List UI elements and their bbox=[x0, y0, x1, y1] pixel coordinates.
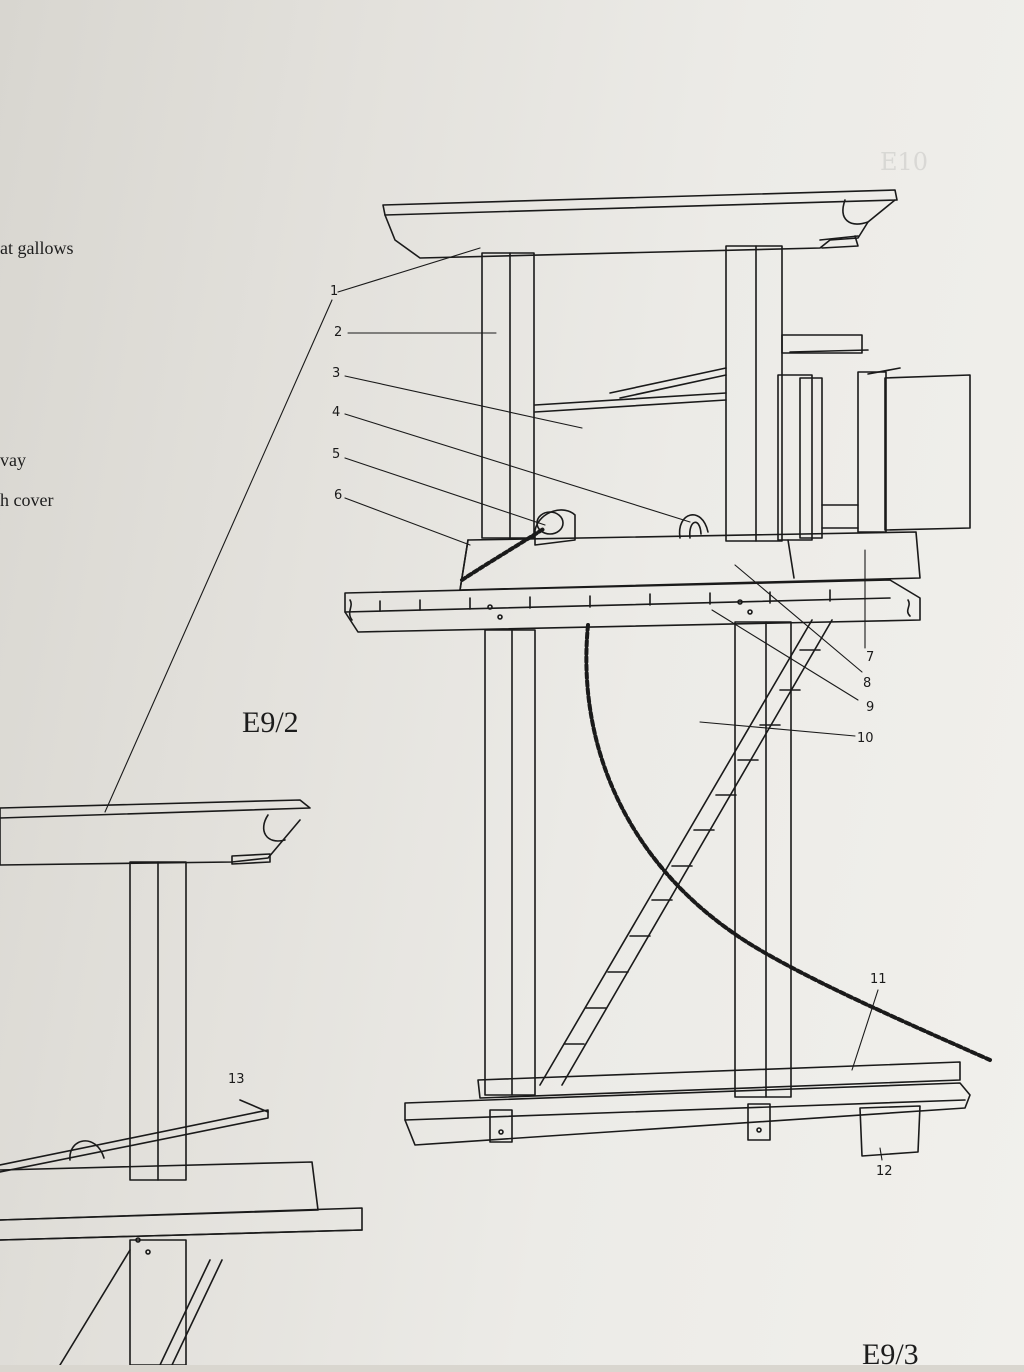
gallows-cap-beam bbox=[382, 189, 898, 259]
callout-7: 7 bbox=[866, 650, 875, 665]
callout-11: 11 bbox=[870, 972, 887, 987]
callout-12: 12 bbox=[876, 1164, 893, 1179]
figure-label-e9-2: E9/2 bbox=[242, 706, 299, 739]
callout-4: 4 bbox=[332, 405, 341, 420]
callout-13: 13 bbox=[228, 1072, 245, 1087]
spar bbox=[534, 367, 727, 413]
upper-deck bbox=[344, 579, 921, 633]
ghost-heading: E10 bbox=[880, 148, 929, 176]
callout-10: 10 bbox=[857, 731, 874, 746]
margin-text-2: vay bbox=[0, 450, 26, 470]
rope bbox=[460, 526, 992, 1062]
left-figure bbox=[0, 799, 363, 1365]
callout-9: 9 bbox=[866, 700, 875, 715]
upper-posts bbox=[481, 245, 783, 542]
callout-3: 3 bbox=[332, 366, 341, 381]
callout-5: 5 bbox=[332, 447, 341, 462]
hatch-box bbox=[777, 334, 971, 541]
lower-deck bbox=[404, 1061, 971, 1157]
callout-8: 8 bbox=[863, 676, 872, 691]
callout-1: 1 bbox=[330, 284, 339, 299]
ladder bbox=[539, 619, 833, 1086]
margin-text-3: h cover bbox=[0, 490, 54, 510]
callout-6: 6 bbox=[334, 488, 343, 503]
cleat-and-eyebolt bbox=[534, 509, 709, 546]
margin-text-1: at gallows bbox=[0, 238, 74, 258]
lower-posts bbox=[484, 621, 792, 1098]
callout-2: 2 bbox=[334, 325, 343, 340]
leader-lines bbox=[104, 247, 883, 1161]
